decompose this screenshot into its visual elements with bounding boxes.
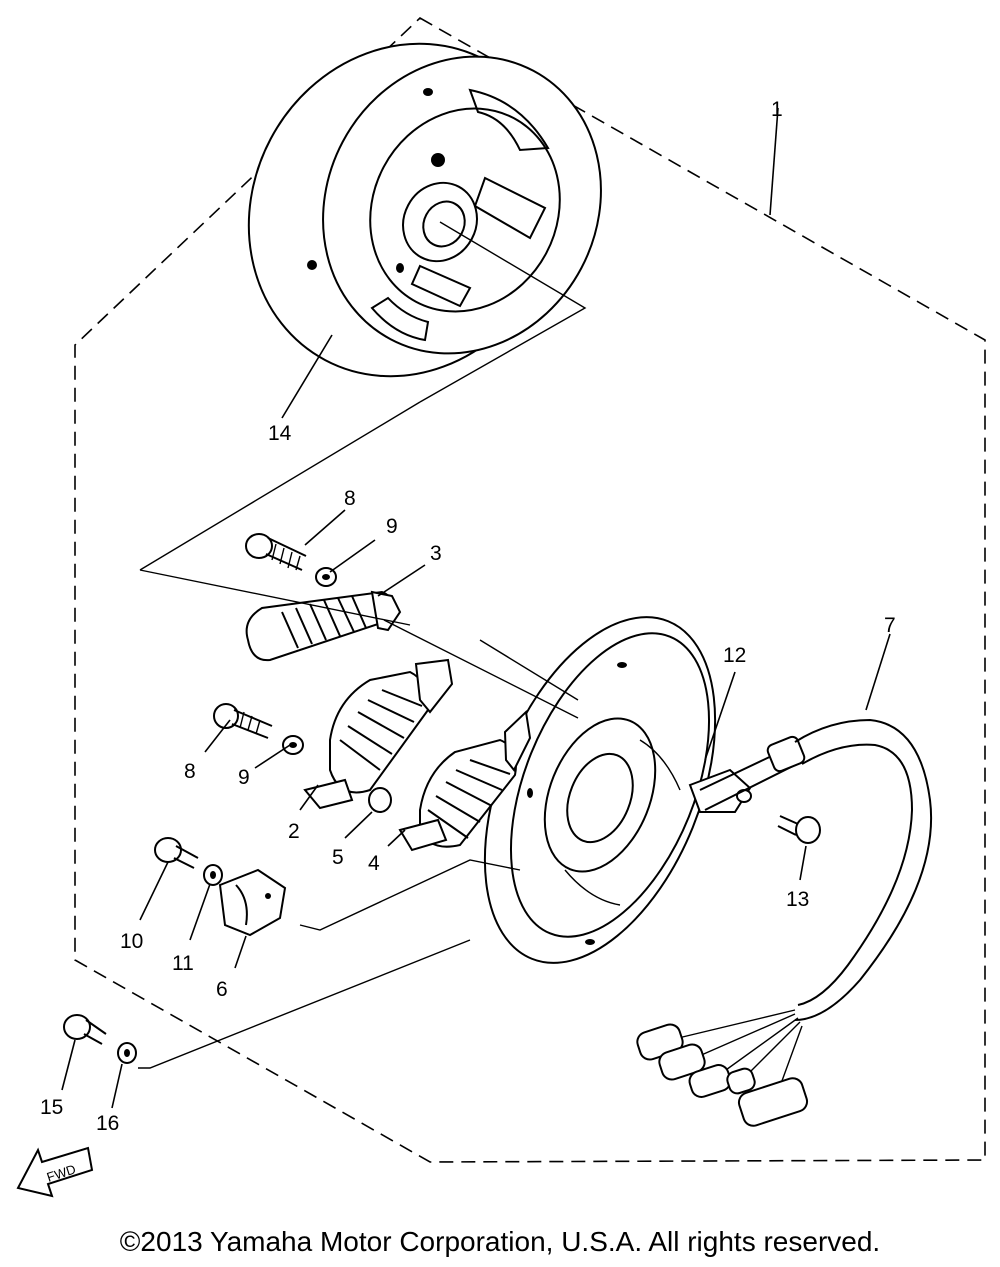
forward-direction-arrow: FWD	[16, 1146, 94, 1198]
coil-upper	[245, 590, 402, 662]
screw-10	[154, 837, 199, 869]
part-label-8-lower: 8	[184, 760, 196, 783]
part-label-6: 6	[216, 978, 228, 1001]
part-label-3: 3	[430, 542, 442, 565]
part-label-1: 1	[771, 98, 783, 121]
clamp-screw	[777, 815, 821, 844]
part-label-8: 8	[344, 487, 356, 510]
pickup-coil	[218, 868, 287, 937]
stator-base-plate	[483, 616, 717, 964]
screw-8-lower	[213, 703, 273, 739]
wire-clamp	[688, 768, 752, 813]
collar-5	[368, 787, 392, 813]
exploded-parts-diagram: 1 14 8 9 3 12 7 8 9 2 5 4 13 10 11 6 15 …	[16, 17, 986, 1198]
part-label-7: 7	[884, 614, 896, 637]
part-label-12: 12	[723, 644, 746, 667]
part-label-13: 13	[786, 888, 809, 911]
copyright-notice: ©2013 Yamaha Motor Corporation, U.S.A. A…	[119, 1226, 881, 1257]
part-label-9-lower: 9	[238, 766, 250, 789]
washer-11	[203, 864, 223, 886]
part-label-2: 2	[288, 820, 300, 843]
part-label-16: 16	[96, 1112, 119, 1135]
part-labels: 1 14 8 9 3 12 7 8 9 2 5 4 13 10 11 6 15 …	[40, 98, 896, 1135]
part-label-15: 15	[40, 1096, 63, 1119]
flywheel-rotor	[247, 42, 602, 403]
part-label-5: 5	[332, 846, 344, 869]
coil-lower	[398, 709, 532, 852]
part-label-9: 9	[386, 515, 398, 538]
washer-9-lower	[282, 735, 304, 755]
washer-9-upper	[315, 567, 337, 587]
wire-harness	[636, 718, 933, 1127]
leader-lines	[61, 107, 891, 1109]
screw-15	[63, 1014, 107, 1045]
washer-16	[117, 1042, 137, 1064]
part-label-14: 14	[268, 422, 292, 445]
assembly-outline	[74, 17, 986, 1163]
coil-middle	[303, 658, 454, 810]
part-label-4: 4	[368, 852, 380, 875]
assembly-lines	[138, 401, 579, 1069]
part-label-10: 10	[120, 930, 143, 953]
screw-8-upper	[245, 533, 307, 571]
part-label-11: 11	[172, 952, 194, 975]
